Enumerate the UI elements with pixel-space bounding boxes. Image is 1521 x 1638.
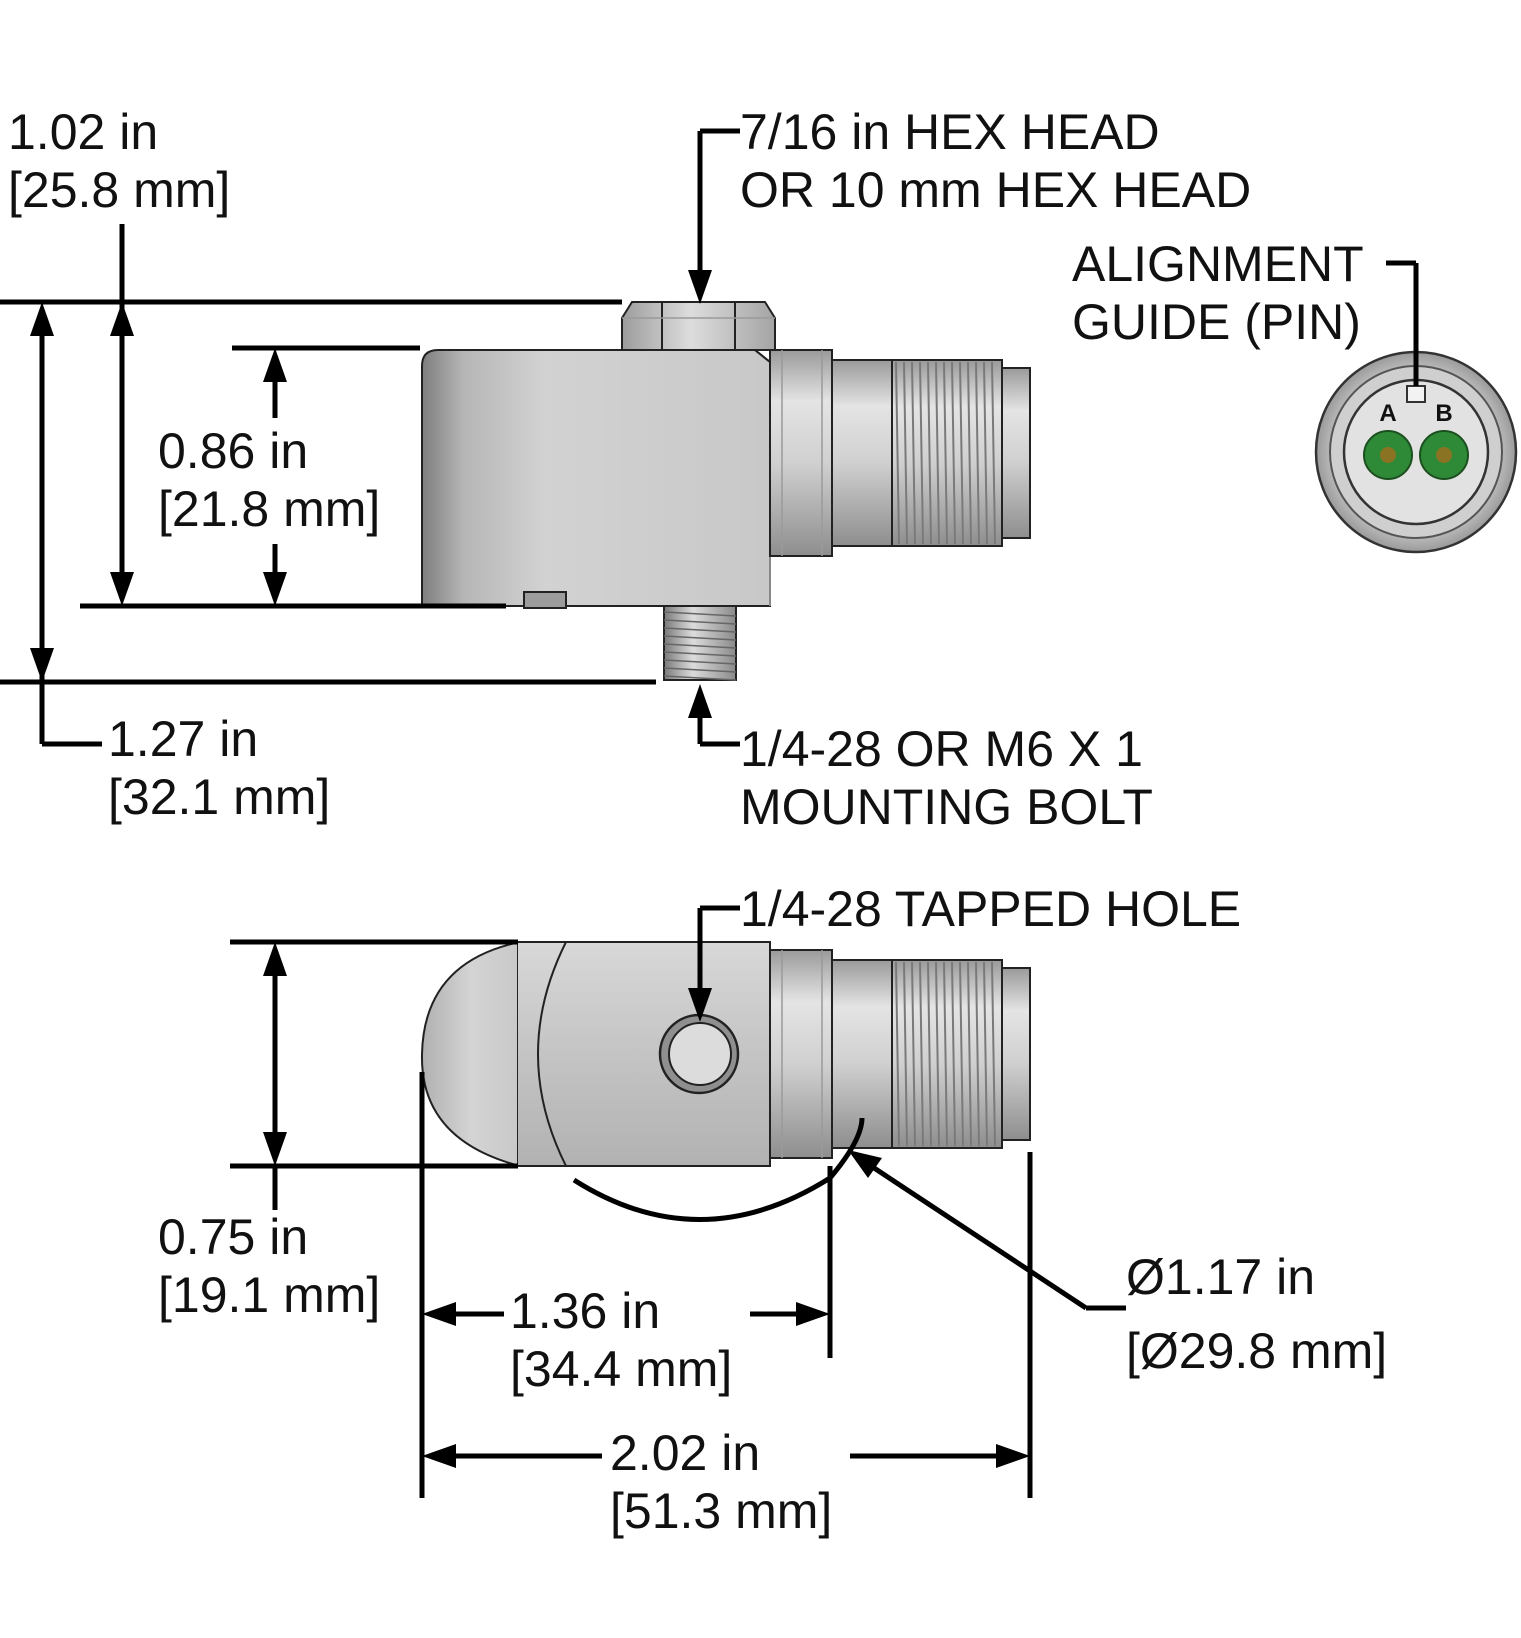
- thread-line: [927, 961, 932, 1147]
- thread-line: [983, 361, 988, 545]
- dim-body-height-mm: [21.8 mm]: [158, 481, 380, 537]
- thread-line: [903, 361, 908, 545]
- thread-line: [895, 961, 900, 1147]
- connector-end-view: A B: [1314, 350, 1518, 554]
- dim-body-width-in: 0.75 in: [158, 1209, 308, 1265]
- thread-line: [927, 361, 932, 545]
- sensor-body: [421, 349, 771, 607]
- dim-overall-height-hex-in: 1.02 in: [8, 104, 158, 160]
- dim-hole-to-connector-mm: [34.4 mm]: [510, 1341, 732, 1397]
- pin-a: [1363, 430, 1413, 480]
- connector-threads: [831, 359, 1031, 547]
- dim-overall-length-mm: [51.3 mm]: [610, 1483, 832, 1539]
- dim-hole-to-connector-in: 1.36 in: [510, 1283, 660, 1339]
- bolt-thread-line: [663, 651, 737, 657]
- dim-body-width-mm: [19.1 mm]: [158, 1267, 380, 1323]
- thread-line: [935, 361, 940, 545]
- thread-line: [991, 961, 996, 1147]
- bolt-thread-line: [663, 643, 737, 649]
- callout-tapped-hole-line1: 1/4-28 TAPPED HOLE: [740, 881, 1241, 937]
- thread-line: [967, 961, 972, 1147]
- base-tab: [523, 591, 567, 609]
- thread-line: [911, 961, 916, 1147]
- thread-line: [919, 961, 924, 1147]
- thread-line: [911, 361, 916, 545]
- bolt-thread-line: [663, 635, 737, 641]
- thread-line: [959, 961, 964, 1147]
- callout-alignment-guide-line1: ALIGNMENT: [1072, 236, 1364, 292]
- thread-line: [943, 961, 948, 1147]
- bolt-thread-line: [663, 611, 737, 617]
- callout-hex-head-line2: OR 10 mm HEX HEAD: [740, 162, 1251, 218]
- thread-line: [983, 961, 988, 1147]
- bolt-thread-line: [663, 675, 737, 681]
- thread-line: [967, 361, 972, 545]
- alignment-pin: [1406, 385, 1426, 403]
- body-block: [515, 941, 771, 1167]
- thread-line: [951, 961, 956, 1147]
- thread-line: [959, 361, 964, 545]
- bolt-thread-line: [663, 659, 737, 665]
- pin-b-label: B: [1435, 400, 1452, 427]
- callout-leaders: [688, 128, 1419, 1022]
- bolt-thread-line: [663, 619, 737, 625]
- thread-line: [991, 361, 996, 545]
- connector-collar: [769, 349, 833, 557]
- thread-line: [975, 361, 980, 545]
- hex-head: [621, 301, 776, 351]
- tapped-hole: [658, 1013, 740, 1095]
- labels: 1.02 in [25.8 mm] 0.86 in [21.8 mm] 1.27…: [8, 104, 1387, 1539]
- callout-alignment-guide-line2: GUIDE (PIN): [1072, 294, 1361, 350]
- dim-overall-height-hex-mm: [25.8 mm]: [8, 162, 230, 218]
- bolt-thread-line: [663, 627, 737, 633]
- dim-body-height-in: 0.86 in: [158, 423, 308, 479]
- dimension-lines: [0, 224, 1126, 1498]
- pin-a-label: A: [1379, 400, 1396, 427]
- pin-b: [1419, 430, 1469, 480]
- thread-line: [943, 361, 948, 545]
- dim-overall-length-in: 2.02 in: [610, 1425, 760, 1481]
- thread-line: [903, 961, 908, 1147]
- thread-line: [935, 961, 940, 1147]
- callout-mounting-bolt-line2: MOUNTING BOLT: [740, 779, 1153, 835]
- callout-hex-head-line1: 7/16 in HEX HEAD: [740, 104, 1160, 160]
- thread-line: [975, 961, 980, 1147]
- dim-connector-diameter-in: Ø1.17 in: [1126, 1249, 1315, 1305]
- body-dome: [420, 941, 521, 1167]
- dim-connector-diameter-mm: [Ø29.8 mm]: [1126, 1323, 1387, 1379]
- callout-mounting-bolt-line1: 1/4-28 OR M6 X 1: [740, 721, 1143, 777]
- bolt-thread-line: [663, 667, 737, 673]
- top-view: [420, 941, 1031, 1167]
- thread-line: [919, 361, 924, 545]
- dim-overall-height-bolt-in: 1.27 in: [108, 711, 258, 767]
- mounting-bolt: [663, 605, 737, 681]
- thread-line: [951, 361, 956, 545]
- connector-threads-top-view: [831, 959, 1031, 1149]
- thread-line: [895, 361, 900, 545]
- dim-overall-height-bolt-mm: [32.1 mm]: [108, 769, 330, 825]
- connector-collar-top-view: [769, 949, 833, 1159]
- side-view: [421, 301, 1031, 681]
